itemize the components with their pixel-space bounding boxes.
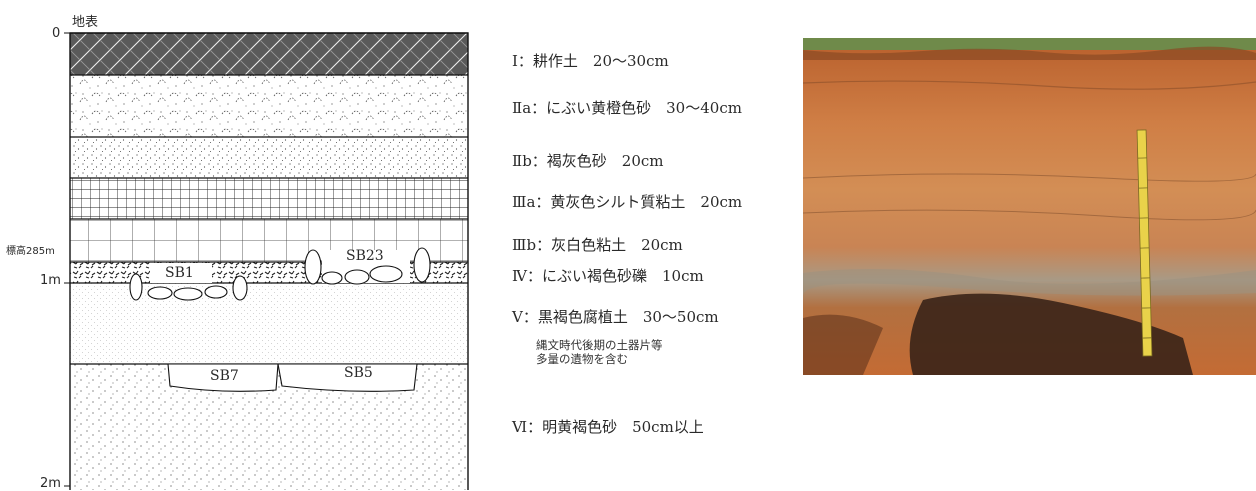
depth-label-0: 0 [52, 26, 60, 41]
layer-I [70, 33, 468, 75]
feature-label-sb7: SB7 [210, 368, 239, 384]
feature-label-sb23: SB23 [346, 248, 384, 264]
layer-IIIa [70, 178, 468, 219]
layer-IIa [70, 75, 468, 137]
depth-ticks [64, 33, 70, 486]
layer-V-note-line2: 多量の遺物を含む [536, 352, 628, 366]
layer-label-IIIb: Ⅲb：灰白色粘土 20cm [512, 234, 683, 255]
layer-label-IIIa: Ⅲa：黄灰色シルト質粘土 20cm [512, 191, 742, 212]
layer-label-V: Ⅴ：黒褐色腐植土 30～50cm [512, 306, 719, 327]
layer-label-IV: Ⅳ：にぶい褐色砂礫 10cm [512, 265, 704, 286]
stratigraphic-column [0, 0, 500, 490]
layer-V-note-line1: 縄文時代後期の土器片等 [536, 338, 663, 352]
layer-label-IIb: Ⅱb：褐灰色砂 20cm [512, 150, 664, 171]
feature-label-sb5: SB5 [344, 365, 373, 381]
ground-surface-label: 地表 [72, 11, 98, 30]
depth-label-1m: 1m [40, 273, 61, 288]
layer-label-I: Ⅰ：耕作土 20～30cm [512, 50, 669, 71]
elevation-label: 標高285m [6, 242, 55, 257]
layer-label-VI: Ⅵ：明黄褐色砂 50cm以上 [512, 416, 704, 437]
depth-label-2m: 2m [40, 476, 61, 491]
feature-label-sb1: SB1 [165, 265, 194, 281]
layer-label-IIa: Ⅱa：にぶい黄橙色砂 30～40cm [512, 97, 742, 118]
soil-section-photo [803, 38, 1256, 375]
layer-V [70, 283, 468, 364]
layer-IIb [70, 137, 468, 178]
